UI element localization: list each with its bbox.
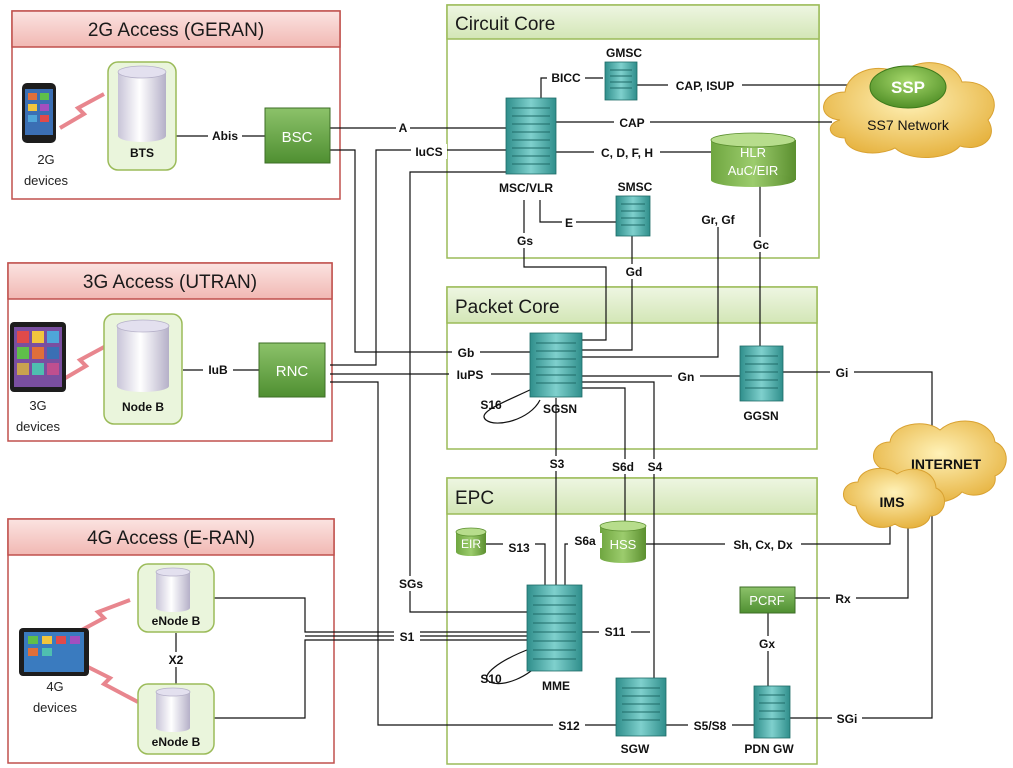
enodeb-bottom-node: eNode B [137,683,215,755]
hlr-label-line2: AuC/EIR [728,163,779,178]
interface-gb: Gb [458,346,475,360]
mme-label: MME [542,679,570,693]
ssp-label: SSP [891,78,925,97]
interface-gx: Gx [759,637,775,651]
ims-label: IMS [880,494,905,510]
nodeb-label: Node B [122,400,164,414]
interface-s11: S11 [605,625,626,639]
gmsc-label: GMSC [606,46,642,60]
interface-iucs: IuCS [415,145,442,159]
rnc-node: RNC [258,342,326,398]
3g-devices-label-line2: devices [16,419,61,434]
interface-cdfh: C, D, F, H [601,146,653,160]
pdn-gw-label: PDN GW [744,742,794,756]
2g-devices-label-line2: devices [24,173,69,188]
interface-s6a: S6a [574,534,596,548]
mme-server-icon [526,584,583,672]
interface-s3: S3 [550,457,565,471]
interface-s16: S16 [480,398,502,412]
interface-gc: Gc [753,238,769,252]
3g-devices-label-line1: 3G [29,398,46,413]
msc-vlr-label: MSC/VLR [499,181,553,195]
hss-database-icon: HSS [599,520,647,563]
interface-s4: S4 [648,460,663,474]
4g-devices-label-line1: 4G [46,679,63,694]
bts-node: BTS [107,61,177,171]
sgw-label: SGW [621,742,650,756]
hss-label: HSS [610,537,637,552]
4g-tablet-icon [19,628,89,676]
interface-cap: CAP [619,116,644,130]
smsc-label: SMSC [618,180,653,194]
interface-s5-s8: S5/S8 [694,719,727,733]
interface-labels: Abis IuB X2 A IuCS BICC CAP, ISUP CAP C,… [163,70,862,733]
sgsn-server-icon [529,332,583,398]
nodeb-node: Node B [103,313,183,425]
eir-database-icon: EIR [455,527,487,556]
interface-a: A [399,121,408,135]
eir-label: EIR [461,537,481,551]
sgsn-label: SGSN [543,402,577,416]
interface-s10: S10 [480,672,502,686]
region-title-packet-core: Packet Core [455,297,560,318]
region-title-geran: 2G Access (GERAN) [88,20,264,41]
interface-sgs: SGs [399,577,423,591]
sgw-server-icon [615,677,667,737]
interface-gr-gf: Gr, Gf [701,213,735,227]
3g-tablet-icon [10,322,66,392]
internet-label: INTERNET [911,456,981,472]
4g-devices-label-line2: devices [33,700,78,715]
interface-sh-cx-dx: Sh, Cx, Dx [733,538,793,552]
bts-label: BTS [130,146,154,160]
pcrf-label: PCRF [749,593,784,608]
interface-gn: Gn [678,370,695,384]
interface-iups: IuPS [457,368,484,382]
ss7-network-cloud: SSP SS7 Network [823,62,995,159]
ggsn-server-icon [739,345,784,402]
interface-gs: Gs [517,234,533,248]
region-title-utran: 3G Access (UTRAN) [83,272,257,293]
pdn-gw-server-icon [753,685,791,739]
interface-s1: S1 [400,630,415,644]
2g-phone-icon [22,83,56,143]
region-title-eran: 4G Access (E-RAN) [87,528,255,549]
ss7-network-label: SS7 Network [867,117,950,133]
pcrf-node: PCRF [739,586,796,614]
interface-rx: Rx [835,592,851,606]
ggsn-label: GGSN [743,409,778,423]
interface-x2: X2 [169,653,184,667]
ims-cloud: IMS [843,467,945,529]
interface-cap-isup: CAP, ISUP [676,79,734,93]
interface-iub: IuB [208,363,228,377]
hlr-label-line1: HLR [740,145,766,160]
interface-e: E [565,216,573,230]
enodeb-bottom-label: eNode B [152,735,201,749]
region-geran: 2G Access (GERAN) [11,10,341,200]
msc-vlr-server-icon [505,97,557,175]
interface-abis: Abis [212,129,238,143]
bsc-node: BSC [264,107,331,164]
hlr-database-icon: HLR AuC/EIR [710,132,796,187]
bsc-label: BSC [282,129,313,146]
interface-bicc: BICC [551,71,581,85]
region-title-circuit-core: Circuit Core [455,14,555,35]
enodeb-top-node: eNode B [137,563,215,633]
interface-gi: Gi [836,366,849,380]
rnc-label: RNC [276,363,309,380]
enodeb-top-label: eNode B [152,614,201,628]
gmsc-server-icon [604,61,638,101]
region-title-epc: EPC [455,488,494,509]
interface-s6d: S6d [612,460,634,474]
interface-s13: S13 [508,541,530,555]
smsc-server-icon [615,195,651,237]
2g-devices-label-line1: 2G [37,152,54,167]
interface-gd: Gd [626,265,643,279]
interface-s12: S12 [558,719,580,733]
interface-sgi: SGi [837,712,858,726]
